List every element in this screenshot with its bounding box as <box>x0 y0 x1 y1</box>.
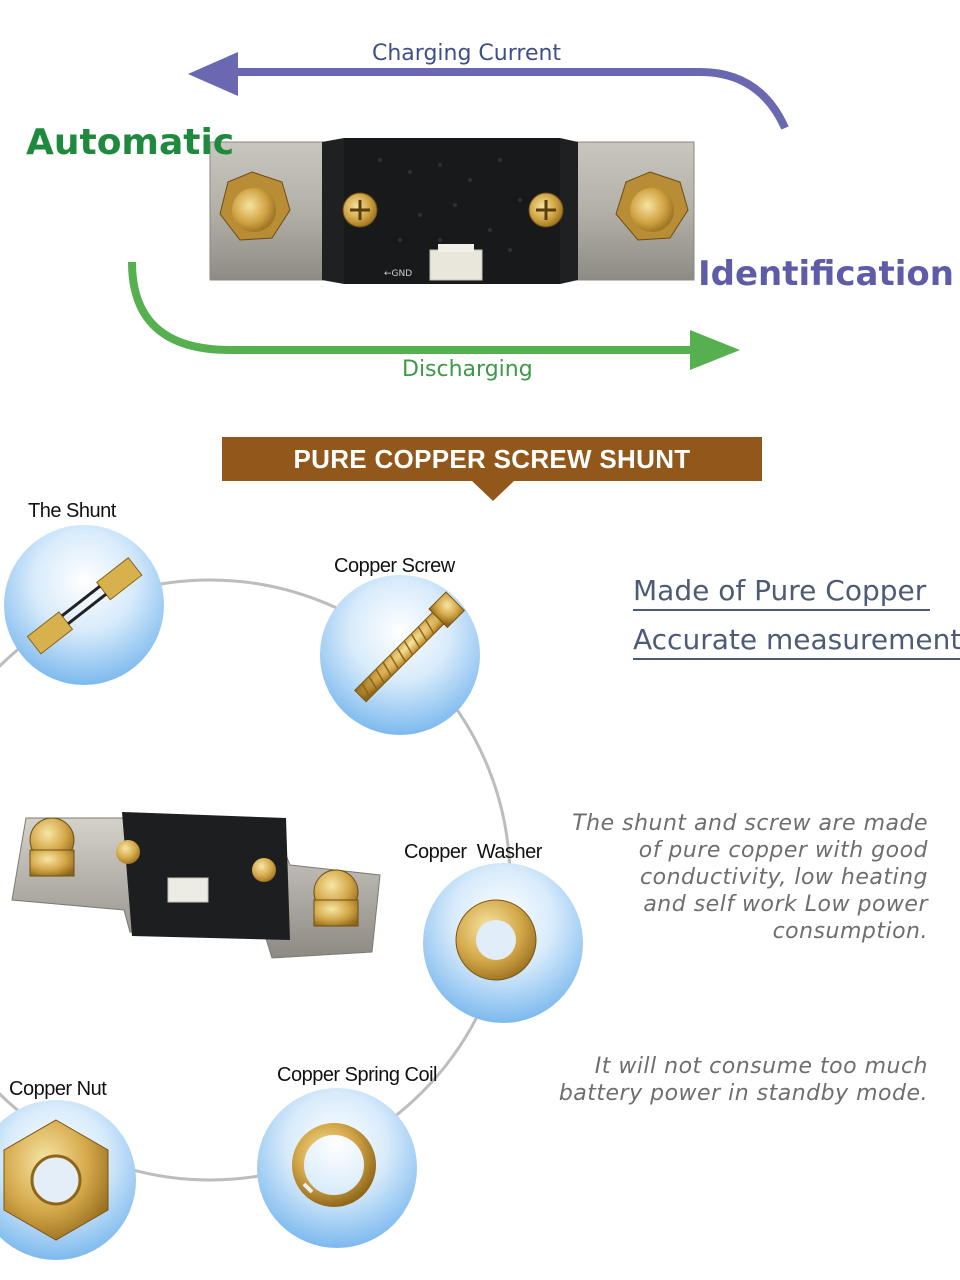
description-line: and self work Low power <box>643 892 928 917</box>
section-banner: PURE COPPER SCREW SHUNT <box>222 437 762 481</box>
label-copper-screw: Copper Screw <box>334 555 455 577</box>
description-line: battery power in standby mode. <box>558 1081 928 1106</box>
discharging-arrow <box>128 261 740 370</box>
copper-screw-image <box>320 575 480 735</box>
label-copper-nut: Copper Nut <box>9 1078 107 1100</box>
shunt-part-image <box>4 525 164 685</box>
feature-pure-copper: Made of Pure Copper <box>633 574 931 611</box>
discharging-label: Discharging <box>402 357 533 382</box>
gnd-label: ←GND <box>384 269 412 279</box>
shunt-board-image: ←GND <box>209 138 695 284</box>
charging-arrow <box>188 52 789 130</box>
automatic-text: Automatic <box>26 122 235 163</box>
copper-nut-image <box>0 1100 136 1260</box>
label-copper-spring-coil: Copper Spring Coil <box>277 1064 437 1086</box>
label-copper-washer: Copper Washer <box>404 841 542 863</box>
description-paragraph-2: It will not consume too much battery pow… <box>528 1053 928 1107</box>
description-line: conductivity, low heating <box>640 865 928 890</box>
copper-spring-coil-image <box>257 1088 417 1248</box>
charging-current-label: Charging Current <box>372 41 562 66</box>
description-line: The shunt and screw are made <box>572 811 928 836</box>
label-the-shunt: The Shunt <box>28 500 116 522</box>
banner-pointer <box>472 481 514 501</box>
description-line: of pure copper with good <box>638 838 928 863</box>
parts-diagram <box>0 525 583 1260</box>
description-paragraph-1: The shunt and screw are made of pure cop… <box>568 810 928 945</box>
feature-accurate-measurement: Accurate measurement <box>633 623 960 660</box>
hero-diagram: ←GND <box>128 52 789 370</box>
description-line: consumption. <box>772 919 928 944</box>
copper-washer-image <box>423 863 583 1023</box>
shunt-product-image <box>11 812 381 959</box>
description-line: It will not consume too much <box>594 1054 928 1079</box>
identification-text: Identification <box>698 254 954 294</box>
